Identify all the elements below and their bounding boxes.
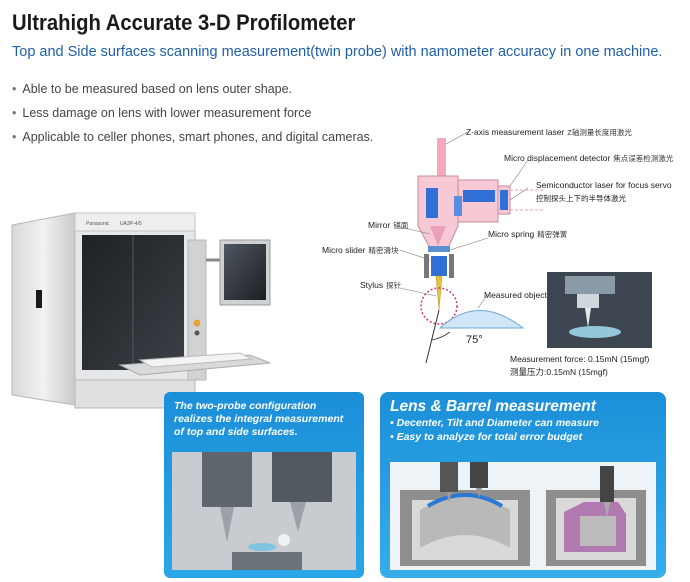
- stylus-closeup-photo: [547, 272, 652, 348]
- page-title: Ultrahigh Accurate 3-D Profilometer: [12, 10, 356, 35]
- two-probe-photo: [172, 452, 356, 570]
- page-subtitle: Top and Side surfaces scanning measureme…: [12, 44, 663, 60]
- twin-probe-diagram: [395, 131, 543, 364]
- two-probe-callout: The two-probe configuration realizes the…: [164, 392, 364, 578]
- label-measured-object: Measured object: [484, 290, 547, 300]
- label-semiconductor-laser-cn: 控制探头上下的半导体激光: [536, 194, 626, 203]
- feature-item: Able to be measured based on lens outer …: [12, 80, 373, 104]
- feature-list: Able to be measured based on lens outer …: [12, 80, 373, 152]
- lens-barrel-heading: Lens & Barrel measurement: [390, 398, 596, 415]
- lens-barrel-callout: Lens & Barrel measurement • Decenter, Ti…: [380, 392, 666, 578]
- feature-item: Less damage on lens with lower measureme…: [12, 104, 373, 128]
- two-probe-callout-text: The two-probe configuration realizes the…: [174, 400, 344, 438]
- label-angle: 75°: [466, 334, 483, 346]
- lens-barrel-bullet: • Easy to analyze for total error budget: [390, 431, 583, 443]
- feature-item: Applicable to celler phones, smart phone…: [12, 128, 373, 152]
- label-force-en: Measurement force: 0.15mN (15mgf): [510, 354, 650, 364]
- lens-barrel-diagram: [390, 462, 656, 570]
- lens-barrel-bullet: • Decenter, Tilt and Diameter can measur…: [390, 417, 599, 429]
- label-force-cn: 测量压力:0.15mN (15mgf): [510, 367, 608, 377]
- machine-model: UA3P-4/5: [120, 221, 142, 227]
- machine-brand: Panasonic: [86, 221, 110, 227]
- label-semiconductor-laser: Semiconductor laser for focus servo: [536, 180, 672, 190]
- profilometer-machine-illustration: Panasonic UA3P-4/5: [11, 212, 271, 409]
